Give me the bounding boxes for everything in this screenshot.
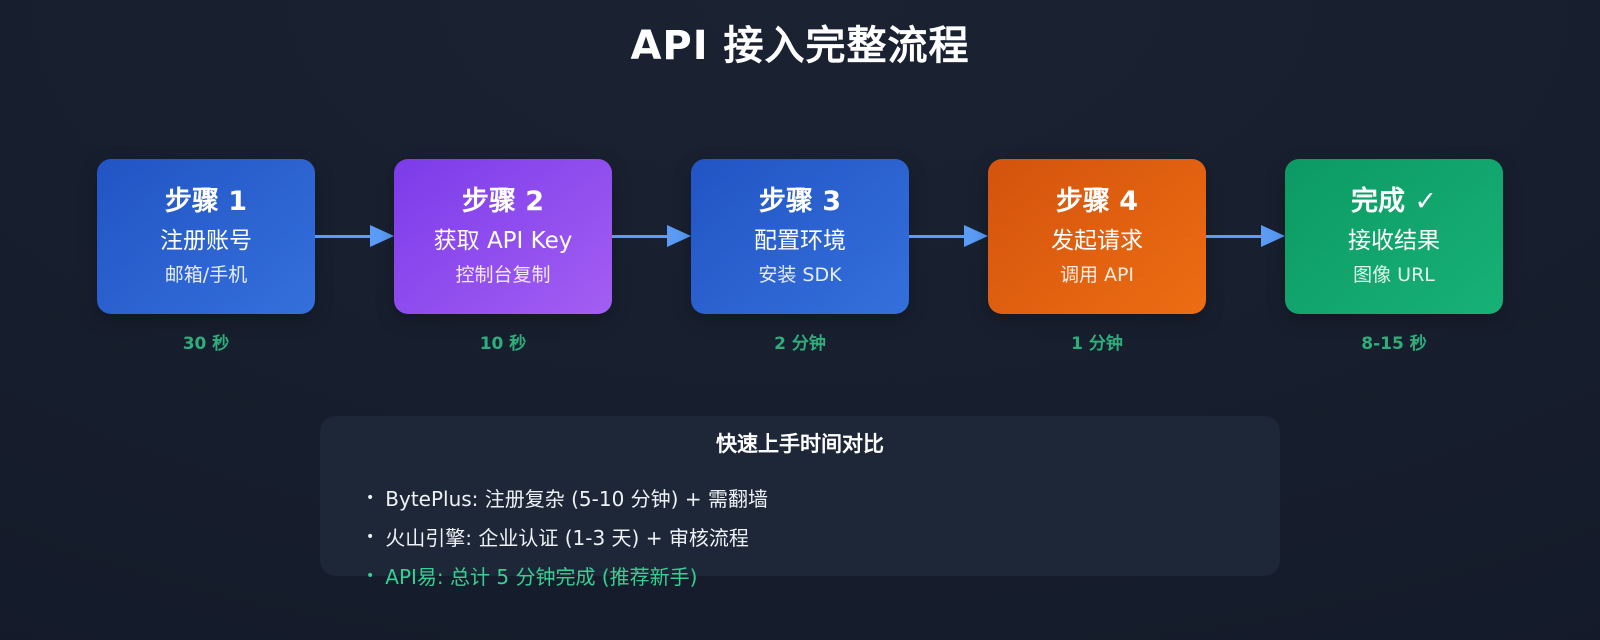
comparison-item: • 火山引擎: 企业认证 (1-3 天) + 审核流程 <box>364 517 1236 556</box>
step-2-time: 10 秒 <box>479 334 527 354</box>
comparison-list: • BytePlus: 注册复杂 (5-10 分钟) + 需翻墙 • 火山引擎:… <box>364 478 1236 595</box>
comparison-panel: 快速上手时间对比 • BytePlus: 注册复杂 (5-10 分钟) + 需翻… <box>320 416 1280 589</box>
arrow-line <box>909 234 964 238</box>
page-title: API 接入完整流程 <box>630 23 970 69</box>
step-1-time: 30 秒 <box>182 334 230 354</box>
flow-arrow-2 <box>612 225 691 247</box>
step-4-title: 步骤 4 <box>1055 185 1139 217</box>
step-4-subtitle: 发起请求 <box>1051 227 1143 254</box>
flow-row: 步骤 1 注册账号 邮箱/手机 30 秒 步骤 2 获取 API Key 控制台… <box>0 159 1600 354</box>
step-done-title: 完成 ✓ <box>1350 185 1438 217</box>
step-3-box: 步骤 3 配置环境 安装 SDK <box>691 159 909 314</box>
arrow-line <box>1206 234 1261 238</box>
arrow-head-icon <box>964 225 988 247</box>
step-4-box: 步骤 4 发起请求 调用 API <box>988 159 1206 314</box>
step-4-time: 1 分钟 <box>1071 334 1123 354</box>
comparison-item-text: API易: 总计 5 分钟完成 (推荐新手) <box>385 565 698 589</box>
step-4: 步骤 4 发起请求 调用 API 1 分钟 <box>988 159 1206 354</box>
step-3-title: 步骤 3 <box>758 185 842 217</box>
bullet-icon: • <box>366 567 375 584</box>
comparison-item-text: 火山引擎: 企业认证 (1-3 天) + 审核流程 <box>385 526 749 550</box>
step-1: 步骤 1 注册账号 邮箱/手机 30 秒 <box>97 159 315 354</box>
step-3-subtitle: 配置环境 <box>754 227 846 254</box>
step-1-subtitle: 注册账号 <box>160 227 252 254</box>
arrow-head-icon <box>370 225 394 247</box>
step-1-title: 步骤 1 <box>164 185 248 217</box>
flow-arrow-1 <box>315 225 394 247</box>
step-3-detail: 安装 SDK <box>758 264 842 287</box>
arrow-head-icon <box>667 225 691 247</box>
comparison-title: 快速上手时间对比 <box>716 432 884 456</box>
step-done-box: 完成 ✓ 接收结果 图像 URL <box>1285 159 1503 314</box>
bullet-icon: • <box>366 528 375 545</box>
comparison-item-highlight: • API易: 总计 5 分钟完成 (推荐新手) <box>364 556 1236 595</box>
step-2-subtitle: 获取 API Key <box>433 227 573 254</box>
step-done: 完成 ✓ 接收结果 图像 URL 8-15 秒 <box>1285 159 1503 354</box>
step-2-box: 步骤 2 获取 API Key 控制台复制 <box>394 159 612 314</box>
flow-arrow-3 <box>909 225 988 247</box>
step-done-subtitle: 接收结果 <box>1348 227 1440 254</box>
arrow-head-icon <box>1261 225 1285 247</box>
step-3: 步骤 3 配置环境 安装 SDK 2 分钟 <box>691 159 909 354</box>
step-done-detail: 图像 URL <box>1353 264 1435 287</box>
comparison-item: • BytePlus: 注册复杂 (5-10 分钟) + 需翻墙 <box>364 478 1236 517</box>
arrow-line <box>612 234 667 238</box>
step-done-time: 8-15 秒 <box>1361 334 1427 354</box>
step-1-box: 步骤 1 注册账号 邮箱/手机 <box>97 159 315 314</box>
step-2-detail: 控制台复制 <box>455 264 551 287</box>
flow-arrow-4 <box>1206 225 1285 247</box>
step-2-title: 步骤 2 <box>461 185 545 217</box>
bullet-icon: • <box>366 489 375 506</box>
step-3-time: 2 分钟 <box>774 334 826 354</box>
step-2: 步骤 2 获取 API Key 控制台复制 10 秒 <box>394 159 612 354</box>
step-4-detail: 调用 API <box>1059 264 1135 287</box>
comparison-item-text: BytePlus: 注册复杂 (5-10 分钟) + 需翻墙 <box>385 487 768 511</box>
step-1-detail: 邮箱/手机 <box>164 264 248 287</box>
arrow-line <box>315 234 370 238</box>
